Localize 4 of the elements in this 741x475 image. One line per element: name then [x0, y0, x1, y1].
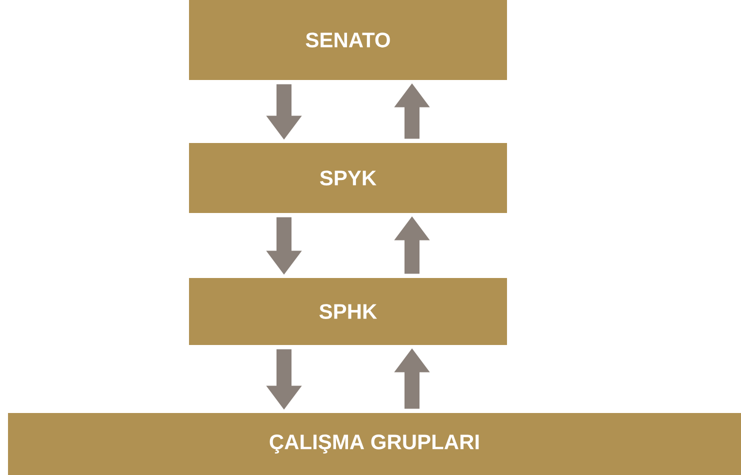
- level-box: ÇALIŞMA GRUPLARI: [8, 413, 741, 475]
- level-box: SENATO: [189, 0, 507, 80]
- level-box: SPHK: [189, 278, 507, 345]
- level-box: SPYK: [189, 143, 507, 213]
